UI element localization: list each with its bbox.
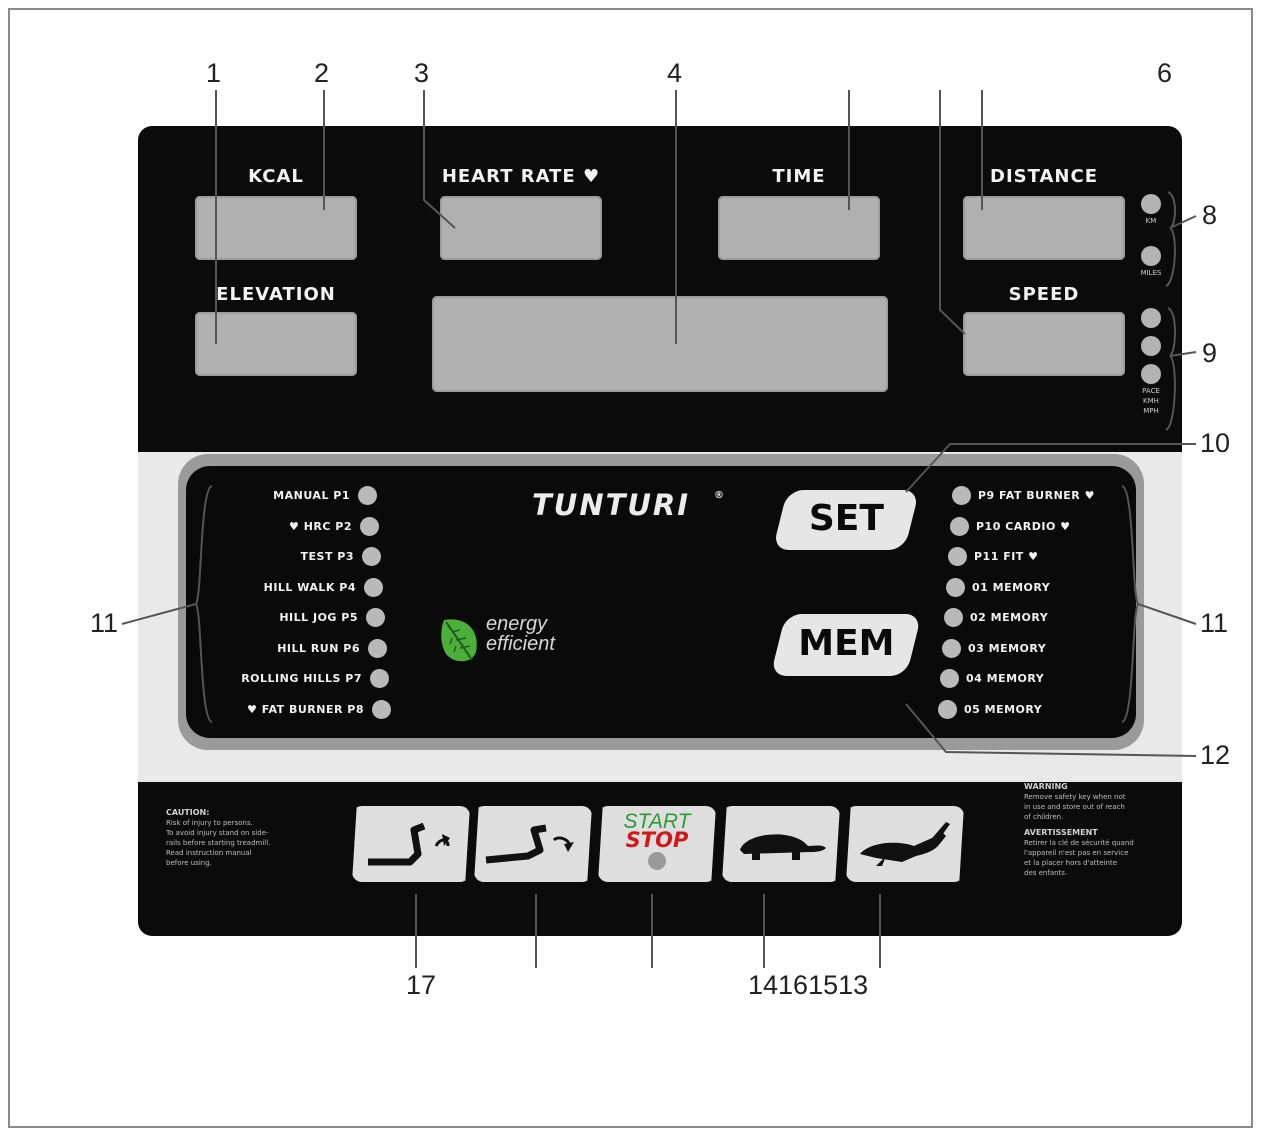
profile-matrix-display bbox=[432, 296, 888, 392]
start-label: START bbox=[623, 810, 691, 833]
safety-key-slot bbox=[648, 852, 666, 870]
rabbit-icon bbox=[860, 822, 950, 866]
callout-10: 10 bbox=[1200, 428, 1231, 458]
warning-text: Remove safety key when not in use and st… bbox=[1024, 793, 1126, 821]
warning-note: WARNING Remove safety key when not in us… bbox=[1024, 782, 1174, 878]
program-label-left: HILL JOG P5 bbox=[279, 611, 358, 624]
program-label-left: HILL RUN P6 bbox=[277, 641, 360, 655]
warning-title: WARNING bbox=[1024, 782, 1068, 791]
energy-line: energy bbox=[486, 613, 548, 635]
speed-units-label: PACE KMH MPH bbox=[1142, 387, 1160, 415]
callout-12: 12 bbox=[1200, 740, 1231, 770]
program-indicator-left bbox=[368, 638, 387, 658]
incline-up-icon bbox=[368, 822, 450, 866]
callout-4: 4 bbox=[667, 58, 683, 88]
callout-14-16-15-13: 14161513 bbox=[748, 970, 869, 1000]
incline-down-button[interactable] bbox=[474, 806, 592, 882]
program-indicator-right bbox=[950, 516, 969, 536]
program-label-left: ROLLING HILLS P7 bbox=[241, 672, 362, 685]
program-indicator-left bbox=[360, 516, 379, 536]
avertissement-text: Retirer la clé de sécurité quand l'appar… bbox=[1024, 839, 1134, 877]
start-stop-button[interactable]: START STOP bbox=[598, 806, 716, 882]
callout-11-left: 11 bbox=[90, 608, 119, 638]
program-label-right: 03 MEMORY bbox=[968, 641, 1047, 655]
time-display bbox=[718, 196, 880, 260]
leaf-icon bbox=[441, 619, 477, 662]
callout-1: 1 bbox=[206, 58, 222, 88]
speed-down-button[interactable] bbox=[722, 806, 840, 882]
program-indicator-left bbox=[370, 669, 389, 688]
program-indicator-right bbox=[938, 699, 957, 719]
program-label-left: HILL WALK P4 bbox=[263, 580, 356, 594]
incline-down-icon bbox=[485, 824, 574, 864]
elevation-label: ELEVATION bbox=[216, 284, 336, 305]
km-label: KM bbox=[1145, 217, 1157, 225]
callout-9: 9 bbox=[1202, 338, 1218, 368]
caution-note: CAUTION: Risk of injury to persons. To a… bbox=[166, 808, 316, 868]
miles-indicator bbox=[1141, 246, 1161, 266]
program-label-right: P9 FAT BURNER ♥ bbox=[978, 489, 1095, 502]
program-indicator-left bbox=[358, 486, 377, 505]
program-label-right: 05 MEMORY bbox=[964, 702, 1043, 716]
program-label-right: P11 FIT ♥ bbox=[974, 550, 1039, 563]
program-indicator-left bbox=[366, 608, 385, 627]
program-indicator-right bbox=[946, 577, 965, 597]
pace-indicator bbox=[1141, 308, 1161, 328]
program-indicator-right bbox=[940, 669, 959, 688]
callout-8: 8 bbox=[1202, 200, 1218, 230]
callout-6: 6 bbox=[1157, 58, 1173, 88]
program-indicator-left bbox=[364, 577, 383, 597]
efficient-line: efficient bbox=[486, 633, 555, 655]
kmh-indicator bbox=[1141, 336, 1161, 356]
time-label: TIME bbox=[772, 166, 826, 187]
caution-text: Risk of injury to persons. To avoid inju… bbox=[166, 819, 271, 867]
elevation-display bbox=[195, 312, 357, 376]
callout-2: 2 bbox=[314, 58, 330, 88]
distance-display bbox=[963, 196, 1125, 260]
tunturi-logo: TUNTURI bbox=[532, 488, 691, 522]
heart-rate-label: HEART RATE ♥ bbox=[441, 166, 601, 187]
program-label-right: 04 MEMORY bbox=[966, 672, 1045, 685]
program-label-right: 01 MEMORY bbox=[972, 580, 1051, 594]
program-label-left: ♥ HRC P2 bbox=[289, 519, 352, 533]
speed-label: SPEED bbox=[1008, 284, 1080, 305]
miles-label: MILES bbox=[1140, 269, 1162, 277]
km-indicator bbox=[1141, 194, 1161, 214]
incline-up-button[interactable] bbox=[352, 806, 470, 882]
distance-label: DISTANCE bbox=[990, 166, 1098, 187]
kcal-label: KCAL bbox=[248, 166, 304, 187]
program-label-left: MANUAL P1 bbox=[273, 489, 350, 502]
stop-label: STOP bbox=[625, 828, 689, 852]
heart-rate-display bbox=[440, 196, 602, 260]
mph-indicator bbox=[1141, 364, 1161, 384]
speed-display bbox=[963, 312, 1125, 376]
program-label-right: 02 MEMORY bbox=[970, 611, 1049, 624]
callout-3: 3 bbox=[414, 58, 430, 88]
program-label-left: ♥ FAT BURNER P8 bbox=[247, 702, 364, 716]
program-indicator-right bbox=[952, 486, 971, 505]
program-indicator-left bbox=[372, 699, 391, 719]
program-indicator-right bbox=[944, 608, 963, 627]
speed-up-button[interactable] bbox=[846, 806, 964, 882]
program-panel bbox=[186, 466, 1136, 738]
program-indicator-right bbox=[948, 547, 967, 566]
callout-17: 17 bbox=[406, 970, 437, 1000]
program-indicator-left bbox=[362, 547, 381, 566]
program-indicator-right bbox=[942, 638, 961, 658]
program-label-left: TEST P3 bbox=[300, 550, 354, 563]
program-label-right: P10 CARDIO ♥ bbox=[976, 519, 1071, 533]
avertissement-title: AVERTISSEMENT bbox=[1024, 828, 1098, 837]
callout-11-right: 11 bbox=[1200, 608, 1229, 638]
registered-mark: ® bbox=[714, 490, 726, 501]
energy-efficient-text: energy efficient bbox=[486, 614, 555, 654]
caution-title: CAUTION: bbox=[166, 808, 210, 817]
kcal-display bbox=[195, 196, 357, 260]
turtle-icon bbox=[740, 834, 826, 860]
